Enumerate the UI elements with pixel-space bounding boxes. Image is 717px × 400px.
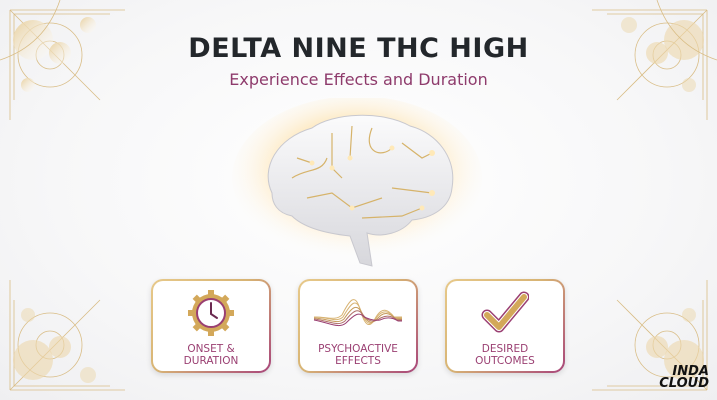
card-onset-duration[interactable]: ONSET & DURATION <box>151 279 271 373</box>
checkmark-icon <box>447 289 563 337</box>
page-title: DELTA NINE THC HIGH <box>188 33 529 64</box>
card-label: DESIRED OUTCOMES <box>475 343 535 367</box>
corner-ornament-bottom-right <box>587 275 717 400</box>
brain-illustration <box>232 96 482 273</box>
page-subtitle: Experience Effects and Duration <box>229 70 488 89</box>
card-label: ONSET & DURATION <box>183 343 239 367</box>
brain-icon <box>232 96 482 267</box>
corner-ornament-bottom-left <box>0 275 130 400</box>
brand-logo: INDA CLOUD <box>659 364 709 391</box>
wave-icon <box>300 289 416 337</box>
corner-ornament-top-right <box>587 0 717 125</box>
card-label: PSYCHOACTIVE EFFECTS <box>318 343 398 367</box>
clock-gear-icon <box>153 289 269 337</box>
corner-ornament-top-left <box>0 0 130 125</box>
card-psychoactive-effects[interactable]: PSYCHOACTIVE EFFECTS <box>298 279 418 373</box>
card-desired-outcomes[interactable]: DESIRED OUTCOMES <box>445 279 565 373</box>
